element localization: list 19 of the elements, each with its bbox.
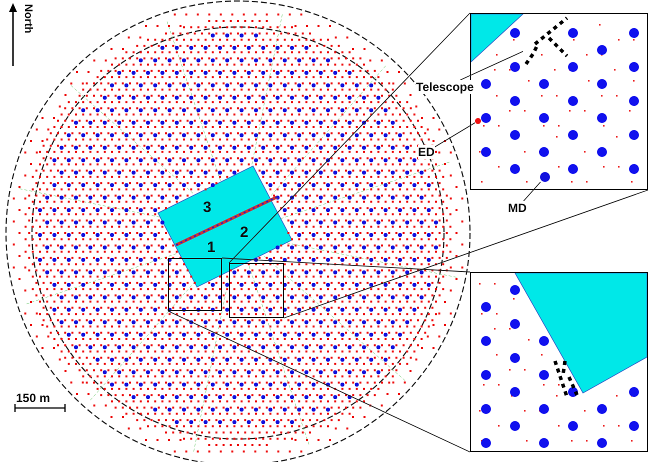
zoom-line [228,12,470,264]
zoom-frame [229,263,284,318]
scale-label: 150 m [16,391,50,405]
leader-line [460,50,524,80]
callout-label: MD [508,201,527,215]
pond-number: 1 [207,239,216,256]
callout-label: ED [418,145,435,159]
zoom-line [168,310,470,452]
zoom-frame [168,258,222,311]
zoom-line [284,190,648,318]
zoom-line [222,258,470,272]
pond-number: 3 [203,199,212,216]
callout-label: Telescope [416,80,474,94]
direction-label: North [22,4,34,34]
pond-number: 2 [240,224,248,241]
leader-line [434,122,476,148]
md-dot [540,172,550,182]
leader-line [523,182,541,202]
ed-dot [475,118,481,124]
